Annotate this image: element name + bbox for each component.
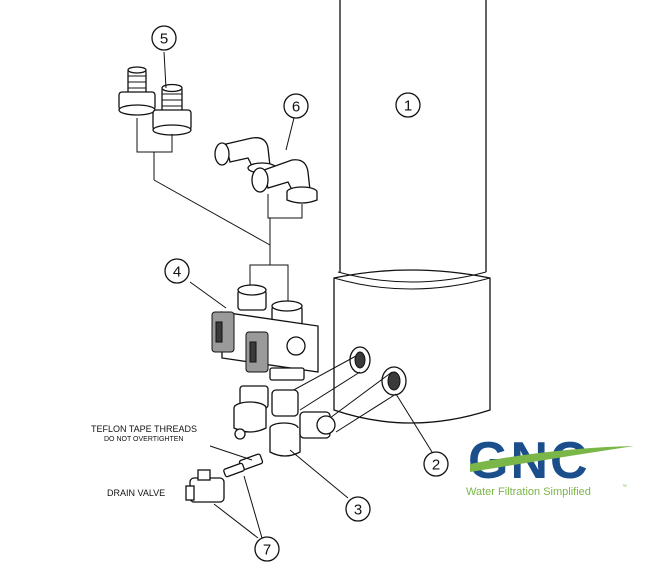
- callout-1: 1: [395, 92, 421, 118]
- callout-2-number: 2: [432, 457, 440, 474]
- bypass-valve: [211, 284, 319, 409]
- logo-swoosh: [470, 446, 634, 472]
- callout-3: 3: [345, 496, 371, 522]
- teflon-tape-note: TEFLON TAPE THREADS: [91, 424, 197, 434]
- logo-tagline: Water Filtration Simplified: [466, 486, 591, 498]
- drain-valve-label: DRAIN VALVE: [107, 488, 165, 498]
- callout-3-number: 3: [354, 502, 362, 519]
- callout-7-number: 7: [263, 542, 271, 559]
- drain-valve-assembly: [185, 453, 264, 503]
- gnc-logo: GNC Water Filtration Simplified ™: [466, 432, 634, 498]
- callout-4: 4: [164, 258, 190, 284]
- bracket-lines: [136, 118, 303, 304]
- elbow-fittings: [214, 137, 318, 204]
- callout-6-number: 6: [292, 99, 300, 116]
- union-fittings: [233, 389, 336, 457]
- connection-lines: [289, 355, 397, 433]
- callout-5-number: 5: [160, 31, 168, 48]
- callout-6: 6: [283, 93, 309, 119]
- do-not-overtighten-note: DO NOT OVERTIGHTEN: [104, 436, 183, 443]
- callout-4-number: 4: [173, 264, 181, 281]
- callout-5: 5: [151, 25, 177, 51]
- threaded-adapters: [118, 66, 192, 136]
- tank-ports: [349, 346, 407, 396]
- callout-7: 7: [254, 536, 280, 562]
- logo-trademark: ™: [622, 484, 627, 490]
- callout-1-number: 1: [404, 98, 412, 115]
- leader-lines: [163, 51, 433, 539]
- callout-2: 2: [423, 451, 449, 477]
- filter-tank: [333, 0, 491, 424]
